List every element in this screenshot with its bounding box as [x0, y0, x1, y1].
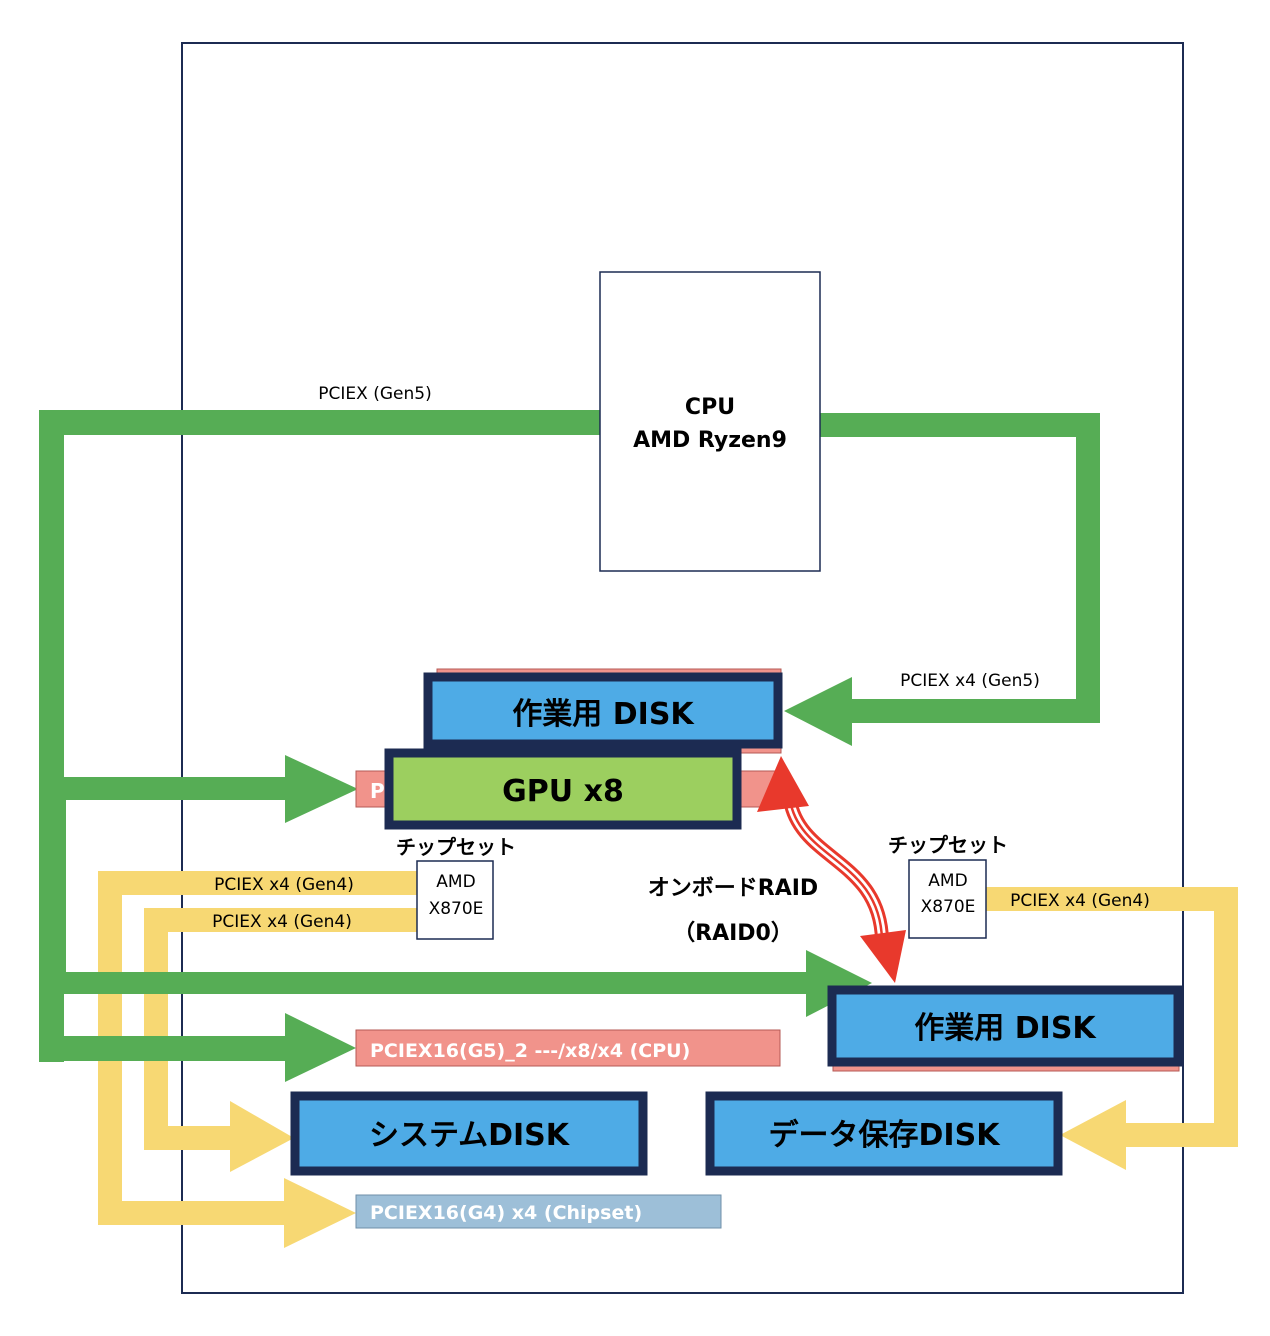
link-label-gen4-right: PCIEX x4 (Gen4) [1010, 891, 1150, 911]
work-disk-top [423, 672, 783, 749]
chipset-left-line1: AMD [436, 872, 475, 892]
link-label-gen5-left: PCIEX (Gen5) [318, 384, 431, 404]
chipset-right-title: チップセット [888, 833, 1008, 857]
green-lanes [39, 410, 1100, 1082]
data-disk-label: データ保存DISK [769, 1118, 1002, 1153]
raid-label-2: （RAID0） [673, 921, 793, 946]
cpu-box [599, 271, 821, 572]
raid-arrow [757, 756, 906, 983]
system-disk-label: システムDISK [369, 1118, 571, 1153]
link-label-gen4-left-2: PCIEX x4 (Gen4) [212, 912, 352, 932]
system-disk [290, 1091, 648, 1176]
gpu-card [384, 748, 742, 830]
raid-label-1: オンボードRAID [648, 876, 818, 901]
pciex16-2-slot [355, 1029, 781, 1067]
chipset-left-title: チップセット [396, 835, 516, 859]
chipset-right-line2: X870E [921, 897, 976, 917]
yellow-lanes [98, 871, 1238, 1248]
chipset-left-box [416, 860, 494, 940]
link-label-gen4-left-1: PCIEX x4 (Gen4) [214, 875, 354, 895]
pciex16-g4-slot [355, 1194, 722, 1229]
board-outline [181, 42, 1184, 1294]
chipset-right-line1: AMD [928, 871, 967, 891]
work-disk-right-label: 作業用 DISK [914, 1011, 1097, 1046]
gpu-slot-letter: P [370, 779, 385, 803]
gpu-label: GPU x8 [502, 774, 624, 809]
link-label-gen5-right: PCIEX x4 (Gen5) [900, 671, 1040, 691]
pciex16-g4-label: PCIEX16(G4) x4 (Chipset) [370, 1202, 642, 1224]
chipset-right-box [908, 859, 987, 939]
chipset-left-line2: X870E [429, 899, 484, 919]
cpu-label-1: CPU [685, 395, 735, 420]
data-disk [705, 1091, 1063, 1176]
work-disk-top-label: 作業用 DISK [512, 697, 695, 732]
cpu-label-2: AMD Ryzen9 [633, 428, 787, 453]
pciex16-2-label: PCIEX16(G5)_2 ---/x8/x4 (CPU) [370, 1040, 690, 1062]
work-disk-right [827, 985, 1183, 1067]
